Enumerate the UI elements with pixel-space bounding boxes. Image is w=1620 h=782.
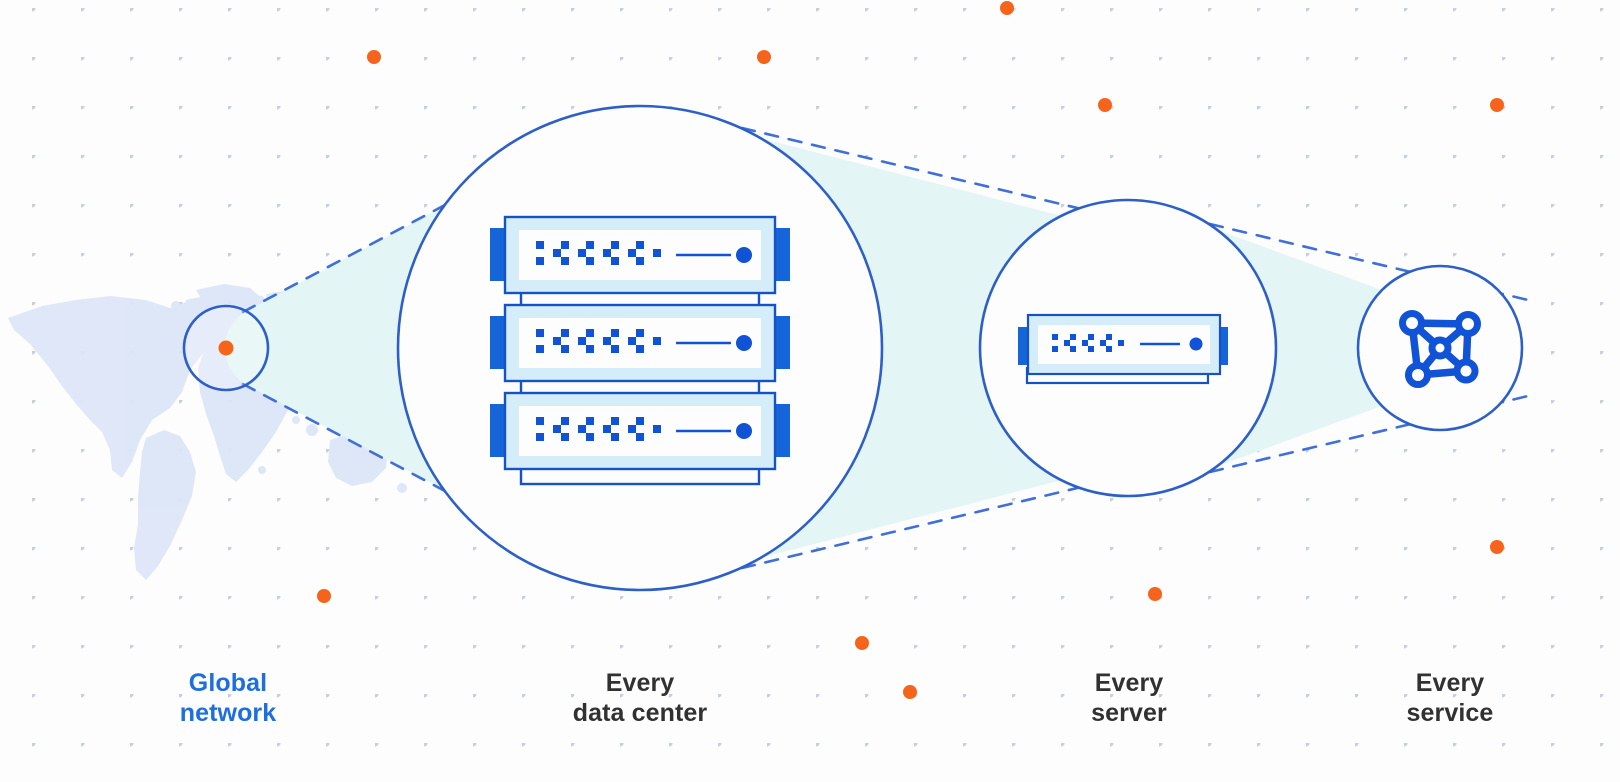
orange-dot bbox=[903, 685, 917, 699]
orange-dot bbox=[1148, 587, 1162, 601]
service-node bbox=[1405, 362, 1431, 388]
orange-dot bbox=[757, 50, 771, 64]
service-network-icon bbox=[1399, 310, 1481, 388]
server-unit-status-dot bbox=[1189, 337, 1203, 351]
orange-dot bbox=[367, 50, 381, 64]
server-unit bbox=[490, 215, 790, 295]
server-unit-status-dot bbox=[736, 335, 752, 351]
server-unit-icon bbox=[1018, 313, 1228, 385]
orange-dot bbox=[1490, 540, 1504, 554]
server-unit bbox=[490, 303, 790, 383]
server-unit-dot-matrix bbox=[536, 417, 661, 441]
server-unit bbox=[490, 391, 790, 471]
server-unit-dot-matrix bbox=[1052, 334, 1124, 352]
label-service: Every service bbox=[1406, 669, 1494, 727]
server-unit-dot-matrix bbox=[536, 329, 661, 353]
label-global-network: Global network bbox=[179, 669, 277, 727]
server-unit-dot-matrix bbox=[536, 241, 661, 265]
orange-dot bbox=[1000, 1, 1014, 15]
service-node bbox=[1428, 336, 1452, 360]
orange-dot bbox=[317, 589, 331, 603]
service-node bbox=[1399, 310, 1425, 336]
service-node bbox=[1453, 358, 1479, 384]
marker-dot-global-network bbox=[218, 340, 234, 356]
server-rack-icon bbox=[490, 215, 790, 486]
orange-dot bbox=[855, 636, 869, 650]
label-server: Every server bbox=[1091, 669, 1167, 727]
orange-dot bbox=[1098, 98, 1112, 112]
server-unit-status-dot bbox=[736, 423, 752, 439]
label-data-center: Every data center bbox=[572, 669, 708, 727]
service-node bbox=[1455, 311, 1481, 337]
orange-dot bbox=[1490, 98, 1504, 112]
server-unit-status-dot bbox=[736, 247, 752, 263]
orange-accent-dots bbox=[317, 1, 1504, 699]
